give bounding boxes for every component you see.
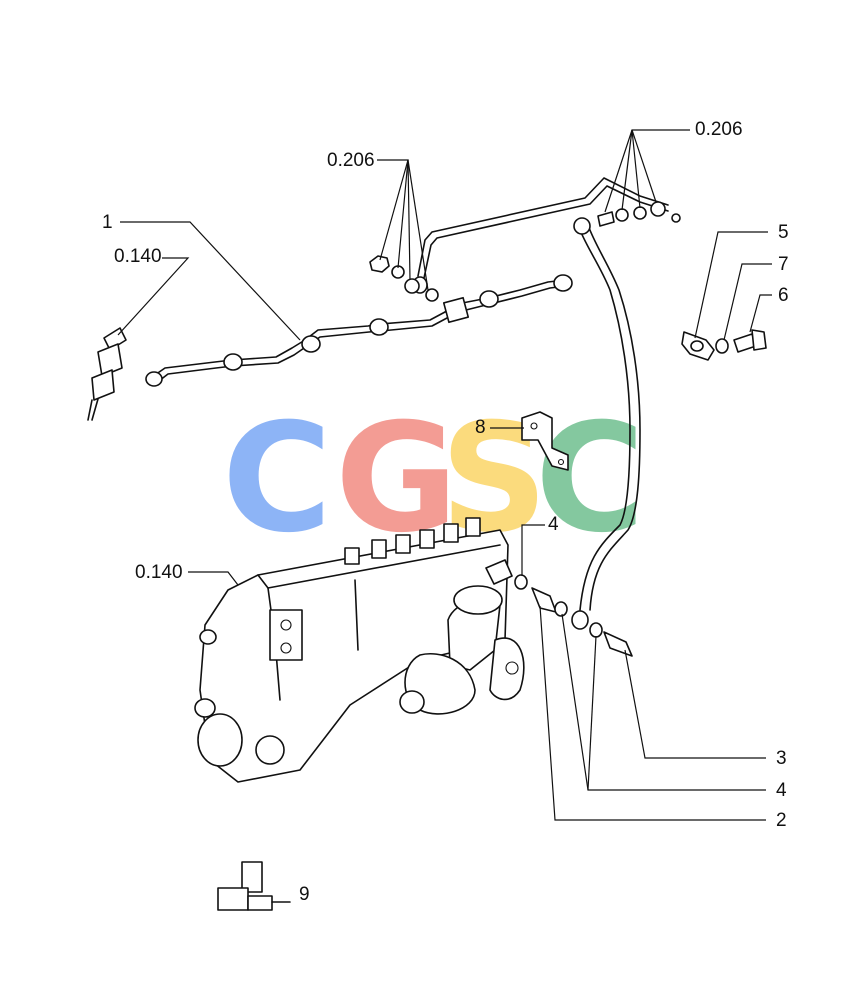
- callout-4-bottom: 4: [776, 780, 787, 801]
- callout-8: 8: [475, 417, 486, 438]
- outlet-fittings: [514, 574, 633, 657]
- injector: [87, 327, 127, 421]
- callout-0206-left: 0.206: [327, 150, 375, 171]
- leader-lines: [117, 129, 772, 821]
- callout-6: 6: [778, 285, 789, 306]
- bracket-part: [521, 411, 569, 471]
- callout-1: 1: [102, 212, 113, 233]
- callout-labels: 0.206 0.206 1 0.140 5 7 6 8 4 0.140 3 4 …: [102, 119, 789, 905]
- callout-0140-top: 0.140: [114, 246, 162, 267]
- injection-line-upper: [412, 177, 669, 294]
- seal-group-left: [369, 255, 439, 302]
- bolt-part: [733, 329, 767, 353]
- return-pipe: [571, 217, 641, 630]
- valve-holders: [344, 517, 481, 565]
- cgsc-watermark: C G S C: [222, 392, 645, 566]
- connector-part: [217, 861, 291, 911]
- callout-7: 7: [778, 254, 789, 275]
- watermark-letter-c1: C: [222, 392, 332, 566]
- injection-pump: [194, 517, 525, 783]
- injection-line-1: [145, 274, 573, 387]
- callout-5: 5: [778, 222, 789, 243]
- callout-3: 3: [776, 748, 787, 769]
- callout-4-top: 4: [548, 514, 559, 535]
- seal-group-right: [597, 201, 681, 227]
- callout-0140-mid: 0.140: [135, 562, 183, 583]
- watermark-letter-c2: C: [535, 392, 645, 566]
- callout-0206-right: 0.206: [695, 119, 743, 140]
- washer-part: [715, 338, 729, 354]
- callout-2: 2: [776, 810, 787, 831]
- callout-9: 9: [299, 884, 310, 905]
- clamp-part: [681, 331, 715, 361]
